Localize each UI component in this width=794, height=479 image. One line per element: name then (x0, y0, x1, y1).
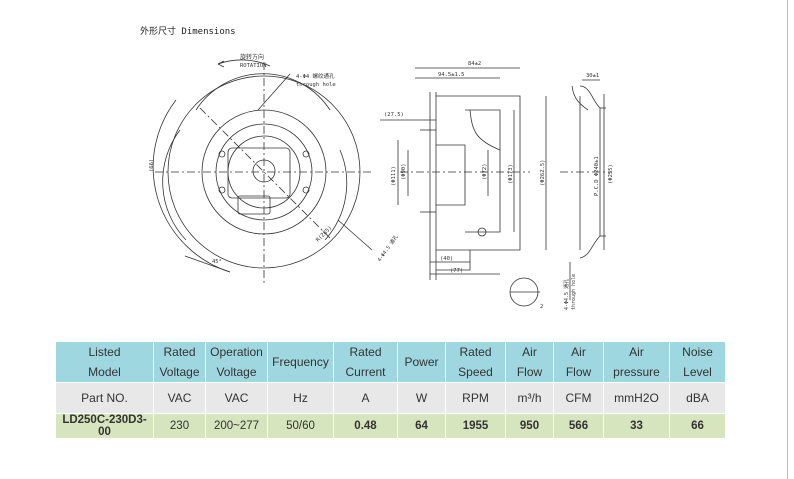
unit-cell: mmH2O (603, 382, 670, 414)
hole-en-label: through hole (296, 82, 336, 88)
angle-label: 45° (212, 259, 222, 265)
value-cell: 950 (505, 413, 554, 439)
value-cell: 566 (553, 413, 604, 439)
table-row: LD250C-230D3-00 230 200~277 50/60 0.48 6… (55, 413, 726, 439)
unit-cell: Part NO. (55, 382, 154, 414)
unit-cell: A (333, 382, 398, 414)
dia-72-label: (Φ72) (482, 163, 488, 180)
value-cell: 200~277 (205, 413, 268, 439)
page-title: 外形尺寸 Dimensions (140, 27, 236, 37)
dim-phi4-label: 4-Φ4.5 通孔 (376, 234, 400, 263)
header-cell: Power (397, 341, 446, 383)
dim-66-label: (66) (149, 159, 155, 172)
value-cell: 0.48 (333, 413, 398, 439)
part-number-cell: LD250C-230D3-00 (55, 413, 154, 439)
value-cell: 230 (153, 413, 206, 439)
dim-84-label: 84±2 (468, 61, 481, 67)
dimension-drawing: 旋转方向 ROTATION 4-Φ4 螺纹通孔 through hole 45°… (149, 53, 614, 310)
dia-255-label: (Φ255) (608, 164, 614, 184)
dim-945-label: 94.5±1.5 (438, 72, 465, 78)
value-cell: 66 (669, 413, 726, 439)
value-cell: 64 (397, 413, 446, 439)
unit-cell: VAC (205, 382, 268, 414)
unit-cell: RPM (445, 382, 506, 414)
dia-111-label: (Φ111) (391, 166, 397, 186)
hole-spec-label: 4-Φ4 螺纹通孔 (296, 72, 335, 80)
profile-hole-en-label: through hole (571, 274, 577, 310)
rotation-cn-label: 旋转方向 (240, 53, 264, 61)
rotation-en-label: ROTATION (240, 63, 267, 69)
dim-40-label: (40) (440, 256, 453, 262)
value-cell: 33 (603, 413, 670, 439)
dia-173-label: (Φ173) (508, 164, 514, 184)
terminal-box (227, 147, 291, 199)
table-unit-row: Part NO. VAC VAC Hz A W RPM m³/h CFM mmH… (55, 382, 726, 414)
unit-cell: CFM (553, 382, 604, 414)
value-cell: 1955 (445, 413, 506, 439)
unit-cell: W (397, 382, 446, 414)
dim-275-label: (27.5) (384, 112, 404, 118)
header-cell: Frequency (267, 341, 334, 383)
pcd-label: P.C.D Φ240±1 (594, 156, 600, 196)
unit-cell: Hz (267, 382, 334, 414)
dim-30-label: 30±1 (586, 73, 599, 79)
value-cell: 50/60 (267, 413, 334, 439)
unit-cell: m³/h (505, 382, 554, 414)
dia-2625-label: (Φ262.5) (540, 160, 546, 187)
unit-cell: VAC (153, 382, 206, 414)
dim-77-label: (77) (450, 268, 463, 274)
profile-hole-label: 4-Φ4.5 通孔 (563, 279, 570, 310)
dim-2-label: 2 (540, 304, 543, 310)
dia-90-label: (Φ90) (401, 163, 407, 180)
unit-cell: dBA (669, 382, 726, 414)
page-edge-divider (787, 0, 788, 479)
